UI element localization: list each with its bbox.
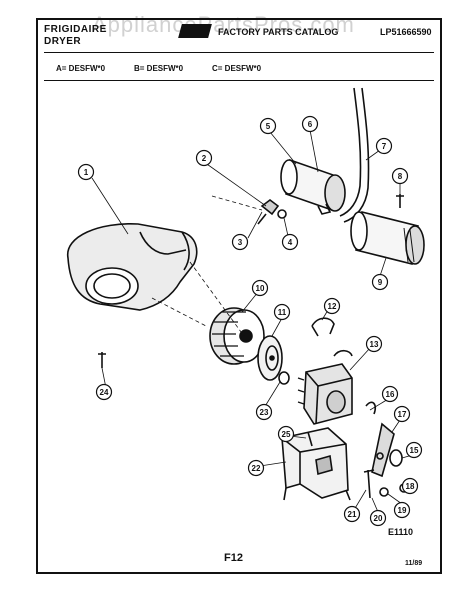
callout-number: 15 <box>410 446 419 455</box>
callout-number: 6 <box>308 120 313 129</box>
callout-number: 8 <box>398 172 403 181</box>
model-a: A= DESFW*0 <box>56 64 106 73</box>
callout-number: 13 <box>370 340 379 349</box>
callout-number: 11 <box>278 308 287 317</box>
page-frame <box>36 18 442 574</box>
callout-number: 17 <box>398 410 407 419</box>
callout-number: 21 <box>348 510 357 519</box>
callout-number: 24 <box>100 388 109 397</box>
callout-circle <box>391 167 409 185</box>
callout-number: 4 <box>288 238 293 247</box>
callout-circle <box>231 233 249 251</box>
thermostat-drawing <box>257 199 287 225</box>
callout-circle <box>259 117 277 135</box>
callout-number: 18 <box>406 482 415 491</box>
callout-number: 19 <box>398 506 407 515</box>
nut-drawing <box>379 487 389 497</box>
callout-circle <box>371 273 389 291</box>
switch-drawing <box>365 401 377 415</box>
clip-drawing <box>311 317 335 337</box>
callout-circle <box>281 233 299 251</box>
bracket-screw-drawing <box>307 431 313 447</box>
callout-circle <box>369 509 387 527</box>
callout-number: 25 <box>282 430 291 439</box>
callout-number: 22 <box>252 464 261 473</box>
callout-number: 10 <box>256 284 265 293</box>
heater-duct-drawing <box>280 158 346 215</box>
callout-circle <box>323 297 341 315</box>
callout-number: 3 <box>238 238 243 247</box>
callout-number: 5 <box>266 122 271 131</box>
callout-circle <box>251 279 269 297</box>
callout-number: 1 <box>84 168 89 177</box>
leader-lines <box>91 129 417 513</box>
callout-circle <box>195 149 213 167</box>
callout-circle <box>401 477 419 495</box>
pulley-disc-drawing <box>257 335 283 381</box>
callout-number: 16 <box>386 390 395 399</box>
screw-drawing <box>396 194 404 208</box>
brand-name: FRIGIDAIRE <box>44 24 107 35</box>
callout-circle <box>255 403 273 421</box>
revision-date: 11/89 <box>405 560 423 567</box>
callout-circle <box>381 385 399 403</box>
page-number: F12 <box>224 552 243 564</box>
callout-number: 20 <box>374 514 383 523</box>
callout-circle <box>277 425 295 443</box>
model-c: C= DESFW*0 <box>212 64 262 73</box>
callout-circle <box>375 137 393 155</box>
bolt-drawing <box>363 469 375 499</box>
callout-circle <box>273 303 291 321</box>
callout-circle <box>393 405 411 423</box>
heating-element-drawing <box>350 211 425 265</box>
catalog-title: FACTORY PARTS CATALOG <box>218 27 339 37</box>
product-type: DRYER <box>44 36 82 47</box>
idler-pulley-drawing <box>389 449 403 467</box>
spring-clip-drawing <box>333 349 353 357</box>
housing-screw-drawing <box>98 352 106 368</box>
model-b: B= DESFW*0 <box>134 64 184 73</box>
callout-number: 9 <box>378 278 383 287</box>
callout-circle <box>343 505 361 523</box>
callout-number: 7 <box>382 142 387 151</box>
callout-circle <box>301 115 319 133</box>
motor-mount-drawing <box>281 427 351 501</box>
idler-arm-drawing <box>371 422 395 478</box>
header-divider <box>44 52 434 53</box>
callout-number: 2 <box>202 154 207 163</box>
callout-circle <box>247 459 265 477</box>
publication-number: LP51666590 <box>380 27 432 37</box>
motor-drawing <box>297 363 353 425</box>
blower-housing-drawing <box>67 223 198 311</box>
callout-circle <box>77 163 95 181</box>
blower-wheel-drawing <box>209 307 265 365</box>
washer-drawing <box>278 371 290 385</box>
callout-circle <box>365 335 383 353</box>
watermark: AppliancePartsPros.com <box>92 12 355 37</box>
callout-circle <box>405 441 423 459</box>
callout-number: 23 <box>260 408 269 417</box>
models-divider <box>44 80 434 81</box>
callout-circle <box>393 501 411 519</box>
callout-circle <box>95 383 113 401</box>
figure-code: E1110 <box>388 527 414 537</box>
callout-number: 12 <box>328 302 337 311</box>
